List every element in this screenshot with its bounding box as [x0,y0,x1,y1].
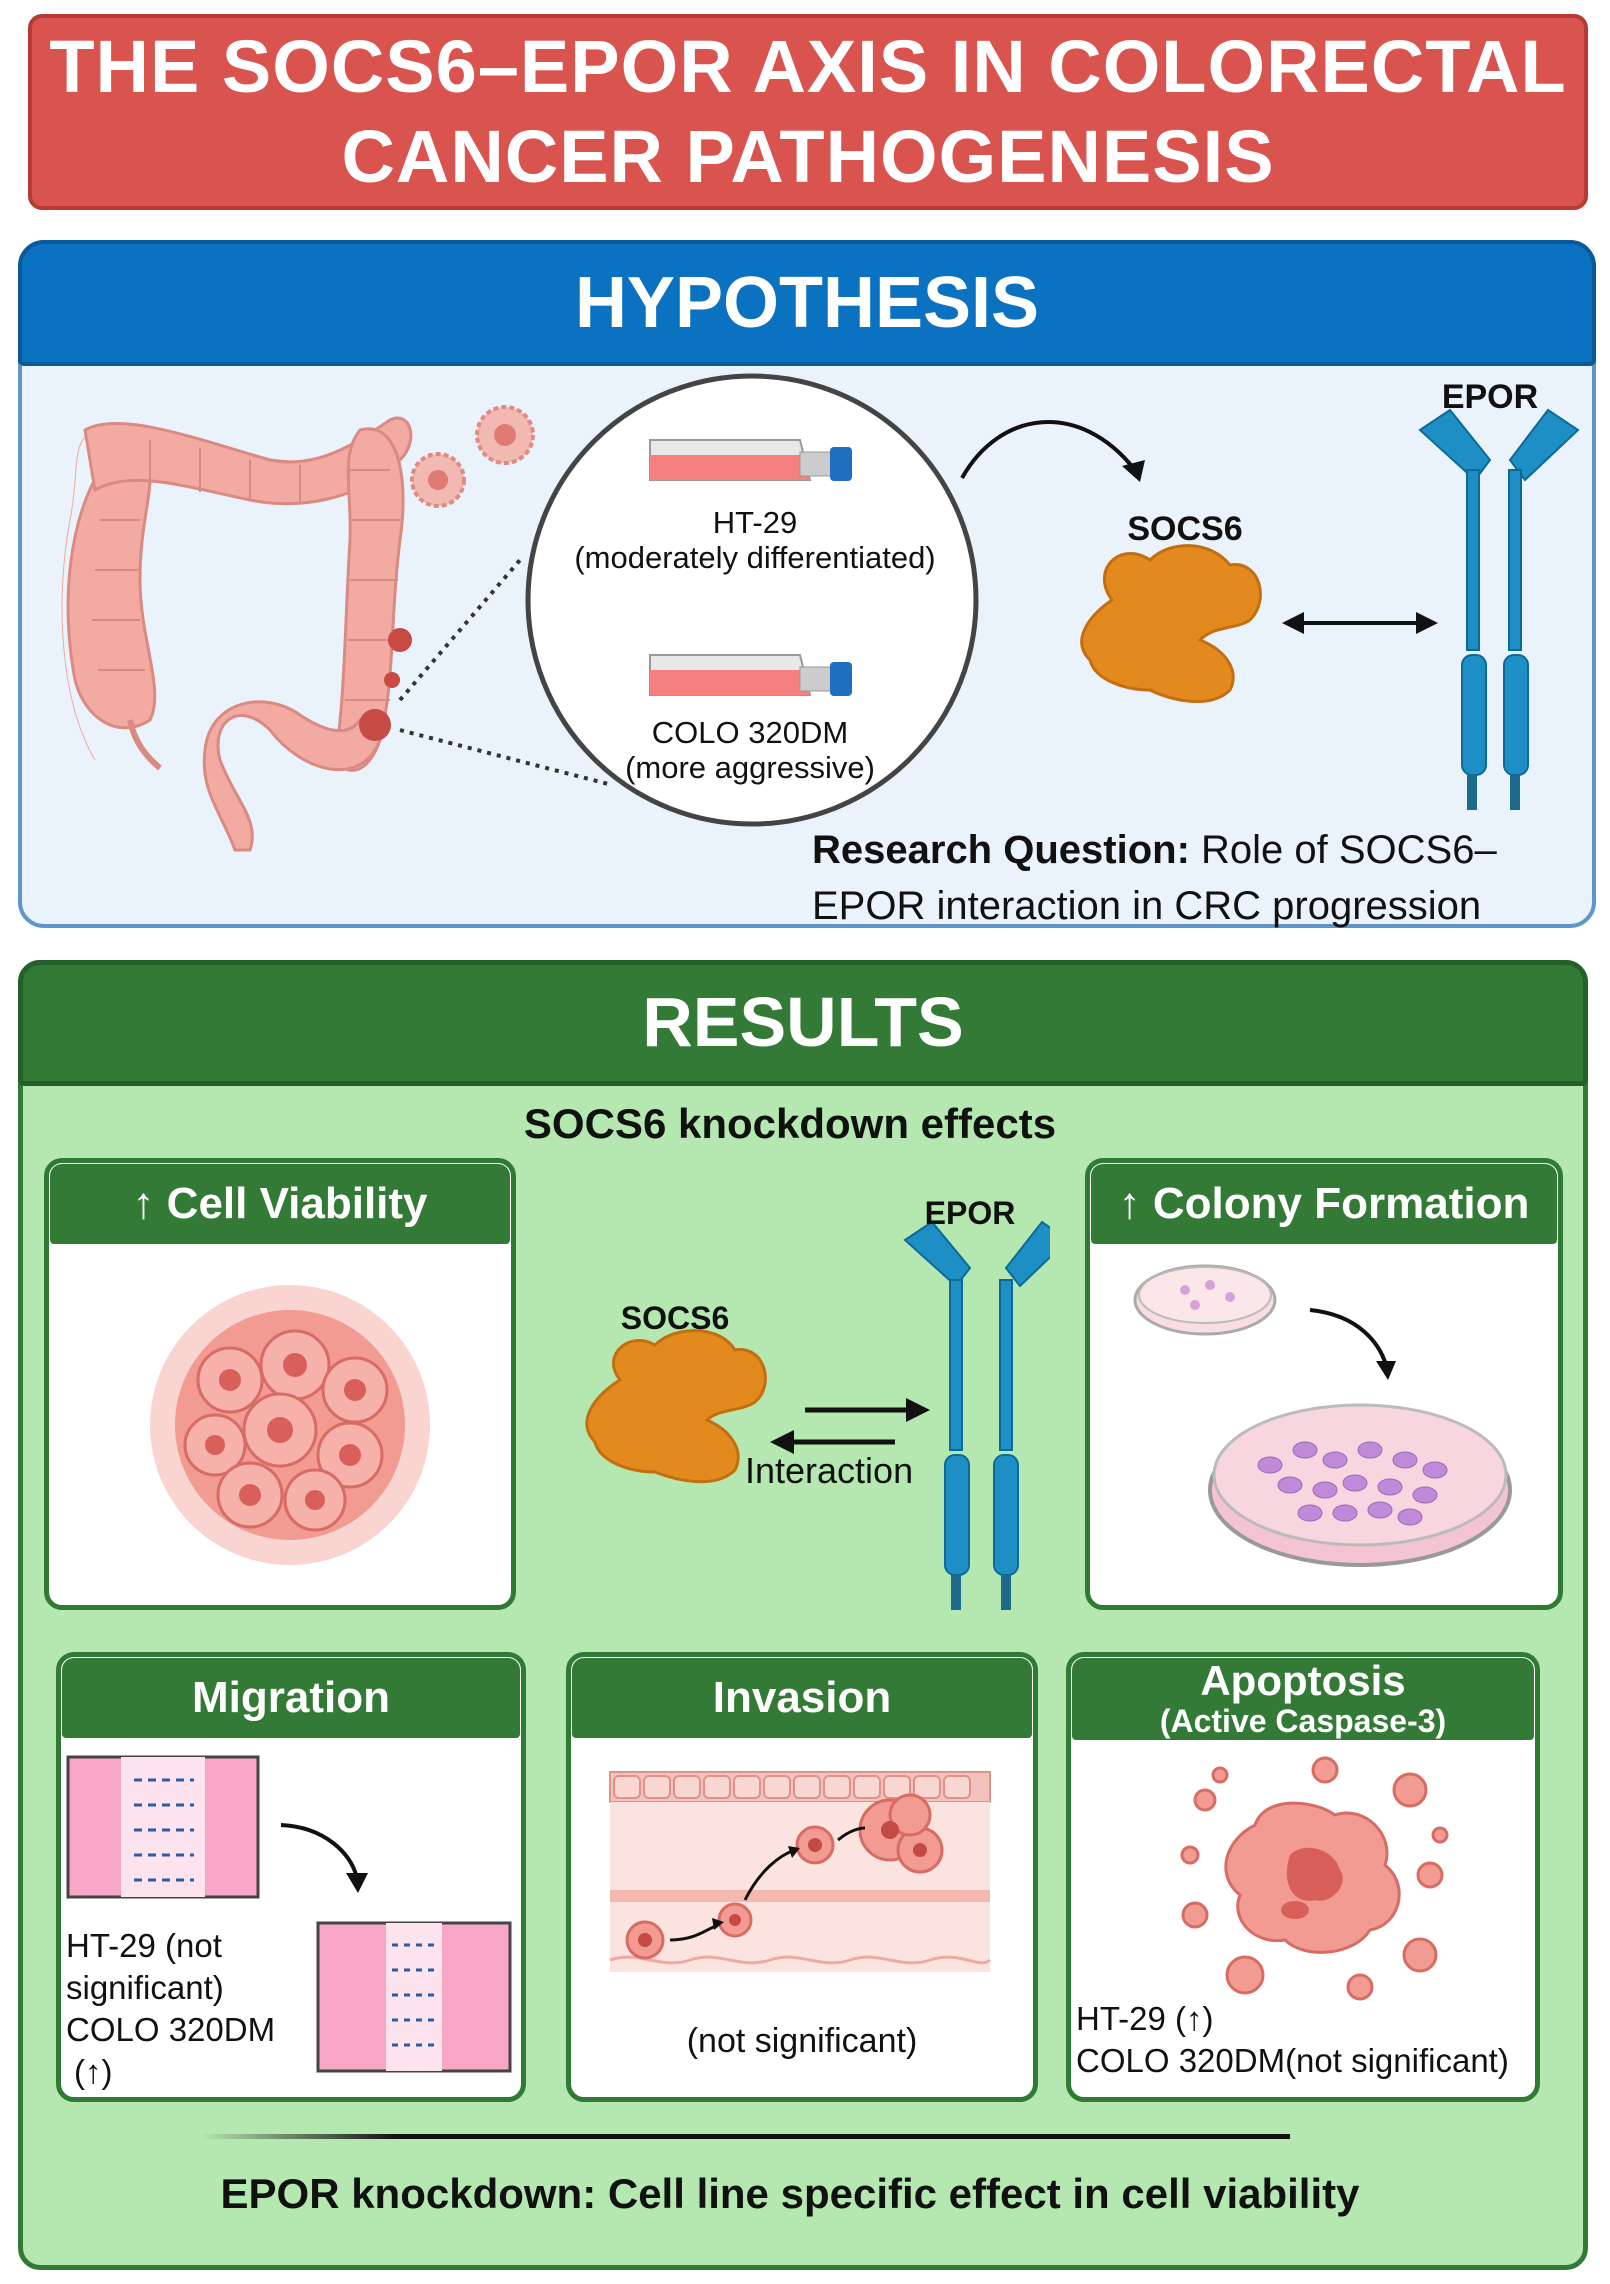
research-question-text-2: EPOR interaction in CRC progression [812,884,1482,928]
results-header-bar [18,960,1588,1086]
colon-illustration [61,416,413,852]
culture-flask-ht29-icon [649,439,852,481]
socs6-protein-icon [1080,544,1262,704]
cell-line-colo320dm-name: COLO 320DM [651,715,849,750]
cell-line-zoom-circle [525,373,979,827]
cell-line-ht29-desc: (moderately differentiated) [574,540,936,575]
petri-dish-icon [1133,1264,1512,1567]
arrow-head-right [1416,612,1438,634]
invasion-note: (not significant) [686,2022,918,2060]
center-interaction-illustration [585,1220,1050,1610]
center-epor-label: EPOR [924,1195,1016,1231]
floating-cancer-cells [410,405,535,508]
colony-formation-title: ↑ Colony Formation [1091,1164,1557,1244]
page-title: THE SOCS6–EPOR AXIS IN COLORECTAL CANCER… [28,22,1588,202]
research-question: Research Question: Role of SOCS6– EPOR i… [812,822,1592,934]
migration-note-1: HT-29 (not [66,1927,222,1964]
apoptosis-title: Apoptosis [1200,1657,1406,1704]
migration-note-4: (↑) [74,2053,113,2090]
research-question-text-1: Role of SOCS6– [1189,828,1497,872]
arrow-to-socs6 [960,420,1137,479]
cell-viability-title: ↑ Cell Viability [50,1164,510,1244]
cell-line-ht29-name: HT-29 [712,505,798,540]
hypothesis-header-bar [18,240,1596,366]
apoptosis-subtitle: (Active Caspase-3) [1159,1703,1447,1739]
title-banner [28,14,1588,210]
apoptosis-note-2: COLO 320DM(not significant) [1076,2042,1509,2079]
zoom-line-lower [399,728,613,787]
wound-healing-assay-icon [66,1755,512,2073]
migration-note-3: COLO 320DM [66,2011,276,2048]
footer-divider [200,2134,1290,2139]
invasion-title: Invasion [572,1658,1032,1738]
apoptotic-cell-icon [1180,1756,1449,2001]
culture-flask-colo320dm-icon [649,654,852,696]
results-title: RESULTS [642,983,964,1061]
hypothesis-title: HYPOTHESIS [574,263,1040,343]
results-footer: EPOR knockdown: Cell line specific effec… [220,2170,1360,2217]
tumor-spheroid-icon [150,1285,430,1565]
apoptosis-header: Apoptosis (Active Caspase-3) [1072,1658,1534,1740]
epor-receptor-icon [1418,408,1580,810]
epor-label: EPOR [1441,378,1539,416]
apoptosis-notes: HT-29 (↑) COLO 320DM(not significant) [1076,1998,1536,2082]
hypothesis-illustration [61,373,1580,852]
interaction-label: Interaction [745,1450,914,1491]
cell-line-colo320dm-desc: (more aggressive) [625,750,875,785]
research-question-label: Research Question: [812,828,1190,872]
arrow-head-left [1282,612,1304,634]
title-line-2: CANCER PATHOGENESIS [341,115,1275,198]
reverse-arrow-head [770,1430,794,1454]
migration-note-2: significant) [66,1969,224,2006]
invasion-assay-icon [609,1771,992,1972]
results-subtitle: SOCS6 knockdown effects [523,1100,1057,1147]
migration-notes: HT-29 (not significant) COLO 320DM (↑) [66,1925,326,2093]
apoptosis-note-1: HT-29 (↑) [1076,2000,1214,2037]
center-socs6-label: SOCS6 [620,1300,730,1336]
socs6-label: SOCS6 [1127,510,1243,548]
epor-receptor-icon [903,1220,1050,1610]
migration-title: Migration [62,1658,520,1738]
zoom-line-upper [398,558,522,702]
forward-arrow-head [906,1398,930,1422]
socs6-protein-icon [585,1329,767,1484]
title-line-1: THE SOCS6–EPOR AXIS IN COLORECTAL [49,25,1567,108]
arrow-head [1122,460,1145,482]
